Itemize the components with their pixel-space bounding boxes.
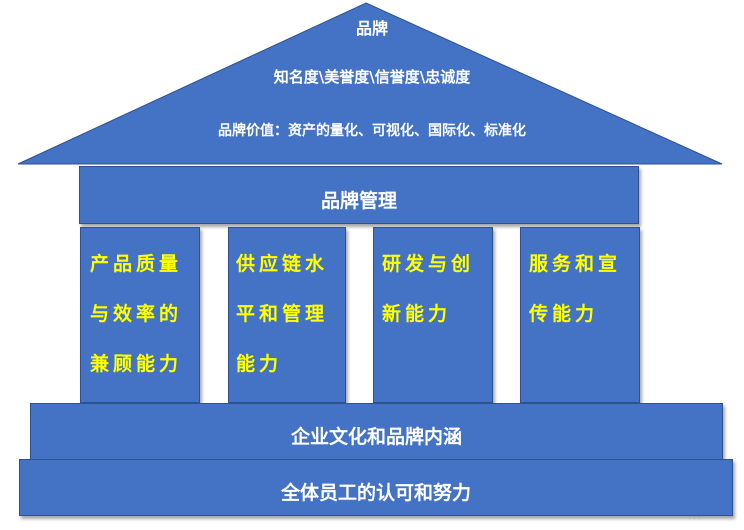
- foundation-lower: [19, 459, 733, 516]
- pillar-2-text: 供应链水 平和管理 能力: [236, 239, 328, 389]
- foundation-upper: [30, 403, 723, 460]
- pillar-4-line-2: 传能力: [529, 303, 599, 325]
- pillar-2-line-2: 平和管理: [236, 303, 329, 325]
- pillar-1-line-2: 与效率的: [90, 303, 183, 325]
- pillar-1-line-3: 兼顾能力: [90, 353, 183, 375]
- pillar-1-text: 产品质量 与效率的 兼顾能力: [90, 239, 182, 389]
- roof-shape: [17, 2, 723, 165]
- pillar-2-line-1: 供应链水: [236, 253, 329, 275]
- pillar-3-line-1: 研发与创: [382, 253, 475, 275]
- brand-value-line: 品牌价值：资产的量化、可视化、国际化、标准化: [218, 123, 526, 139]
- pillar-4-text: 服务和宣 传能力: [529, 239, 621, 339]
- pillar-service-promotion: [520, 227, 640, 403]
- pillar-4-line-1: 服务和宣: [529, 253, 622, 275]
- foundation-lower-label: 全体员工的认可和努力: [280, 482, 471, 504]
- pillar-3-text: 研发与创 新能力: [382, 239, 474, 339]
- brand-reputation-metrics: 知名度\美誉度\信誉度\忠诚度: [273, 68, 471, 86]
- pillar-3-line-2: 新能力: [382, 303, 452, 325]
- pillar-1-line-1: 产品质量: [90, 253, 183, 275]
- pillar-supply-chain: [228, 227, 346, 403]
- pillar-quality-efficiency: [80, 227, 200, 403]
- foundation-upper-label: 企业文化和品牌内涵: [290, 426, 462, 448]
- pillar-2-line-3: 能力: [236, 353, 283, 375]
- roof-title: 品牌: [355, 19, 388, 38]
- beam-label: 品牌管理: [320, 190, 397, 212]
- beam-brand-management: [79, 166, 639, 224]
- pillar-rnd-innovation: [373, 227, 493, 403]
- watermark: · · ·: [688, 514, 701, 523]
